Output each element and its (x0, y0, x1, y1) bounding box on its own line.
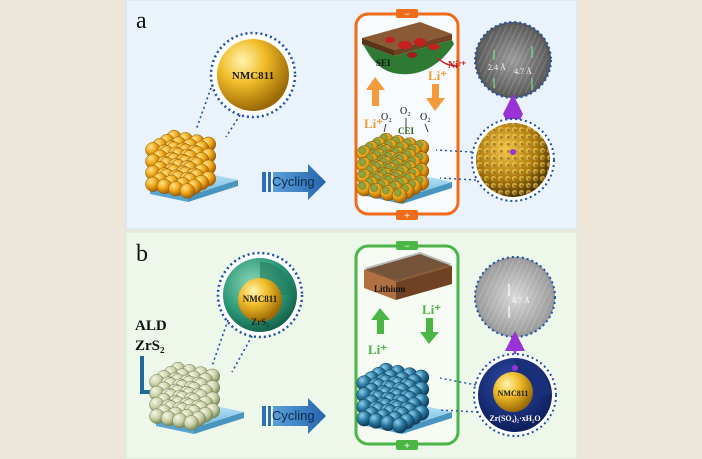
plus-sign: + (404, 211, 410, 222)
cycled-particle-cluster (356, 132, 430, 204)
battery-negative-terminal (396, 241, 418, 250)
lithium-anode (364, 252, 452, 300)
li-ion-label-up: Li⁺ (368, 342, 387, 357)
zoom-line (435, 149, 473, 153)
li-ion-arrow-down (420, 318, 439, 344)
minus-sign: − (404, 9, 409, 19)
lattice-fringes (478, 260, 552, 334)
li-ion-label-up: Li⁺ (364, 116, 383, 131)
shell-label: Zr(SO₄)₂·xH₂O (489, 414, 540, 423)
cycling-arrow: Cycling (262, 398, 326, 434)
zoom-line (439, 377, 477, 386)
lithium-label: Lithium (374, 284, 406, 294)
nmc811-label: NMC811 (232, 70, 274, 82)
particle-sphere (183, 415, 199, 431)
coated-particle-cluster (149, 361, 221, 431)
sei-label: SEI (376, 58, 391, 68)
particle-sphere (391, 417, 408, 434)
particle-sphere (179, 183, 195, 199)
zoom-line (439, 409, 479, 413)
pristine-particle-cluster (145, 129, 217, 199)
surface-layer-patch (358, 146, 367, 155)
lattice-spacing-label: 2.4 Å (488, 63, 506, 72)
lithium-anode-with-sei (362, 22, 454, 75)
lattice-spacing-label: 4.7 Å (512, 296, 530, 305)
minus-sign: − (404, 241, 409, 251)
surface-layer-patch (358, 158, 367, 167)
ni-dissolution-line (437, 57, 459, 67)
battery-positive-terminal (396, 210, 418, 220)
li-ion-arrow-up (366, 77, 385, 106)
panel-a-letter: a (136, 8, 147, 34)
oxygen-label: O₂ (381, 112, 392, 123)
zoom-point (510, 149, 516, 155)
surface-layer-patch (358, 169, 367, 179)
surface-roughness (476, 123, 550, 197)
shell-label: ZrS₂ (251, 317, 269, 327)
zoom-line (211, 319, 229, 367)
battery-negative-terminal (396, 9, 418, 18)
cycling-label: Cycling (272, 174, 315, 189)
oxygen-arrow (383, 123, 387, 133)
zoom-line (439, 177, 477, 181)
cei-label: CEI (398, 126, 415, 136)
ald-material-label: ZrS₂ (135, 338, 165, 354)
cycled-coated-particle-cluster (356, 362, 430, 434)
zoom-point (512, 365, 518, 371)
li-ion-label-down: Li⁺ (422, 302, 441, 317)
panel-b-letter: b (136, 241, 148, 267)
nmc811-core (238, 278, 282, 322)
li-ion-arrow-up (371, 308, 390, 334)
surface-layer-patch (370, 184, 379, 193)
li-ion-label-down: Li⁺ (428, 68, 447, 83)
cycling-arrow: Cycling (262, 164, 326, 200)
nmc811-core (493, 372, 533, 412)
oxygen-label: O₂ (420, 112, 431, 123)
surface-layer-patch (393, 188, 402, 197)
core-label: NMC811 (498, 389, 529, 398)
cycling-label: Cycling (272, 408, 315, 423)
oxygen-label: O₂ (400, 106, 411, 117)
core-label: NMC811 (243, 294, 278, 304)
plus-sign: + (404, 441, 410, 452)
oxygen-arrow (424, 123, 429, 133)
zoom-line (231, 335, 253, 373)
nmc811-sphere (217, 39, 289, 111)
battery-positive-terminal (396, 440, 418, 450)
surface-layer-patch (381, 186, 391, 195)
li-ion-arrow-down (426, 84, 445, 111)
lattice-spacing-label: 4.7 Å (514, 67, 532, 76)
ald-label: ALD (135, 318, 167, 334)
zoom-line (225, 114, 241, 138)
ni-ion-label: Ni²⁺ (448, 60, 466, 71)
surface-layer-patch (358, 181, 367, 191)
lattice-fringes (478, 25, 548, 95)
